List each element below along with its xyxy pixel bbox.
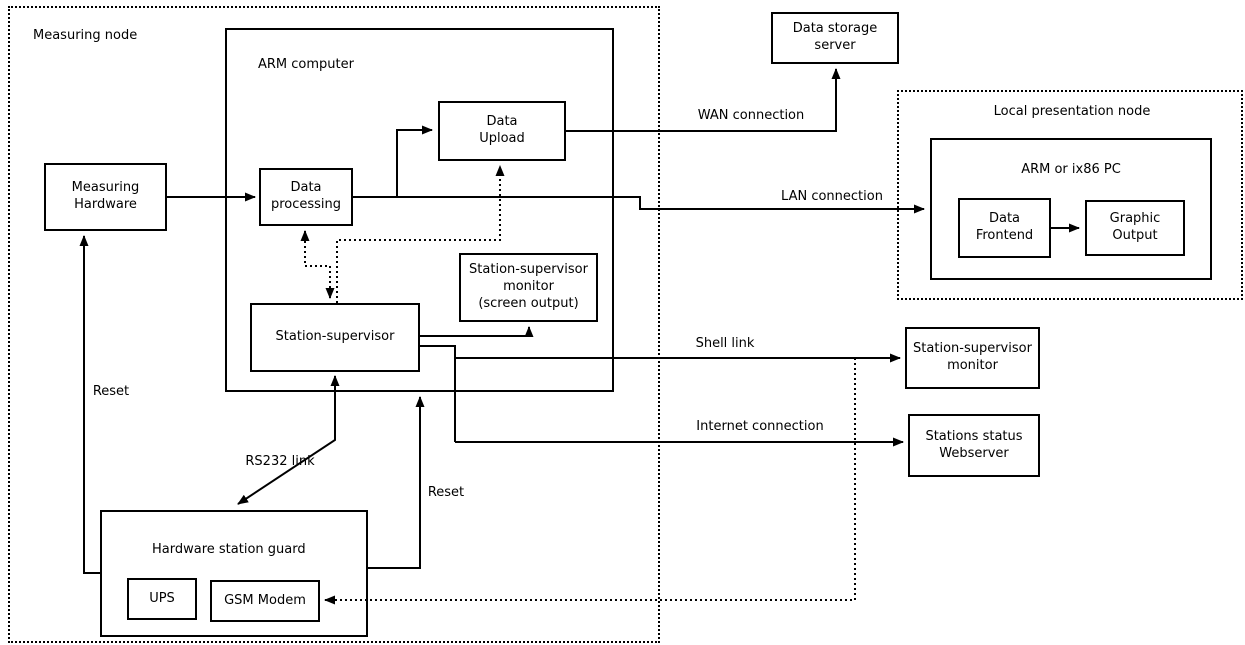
data-frontend-label: Data Frontend	[975, 211, 1034, 243]
shell-link-label: Shell link	[695, 336, 755, 351]
stations-status-webserver-box: Stations status Webserver	[908, 414, 1040, 477]
arm-or-ix86-pc-label: ARM or ix86 PC	[1021, 162, 1121, 177]
arm-computer-label: ARM computer	[258, 57, 354, 72]
hardware-station-guard-container	[100, 510, 368, 637]
data-upload-label: Data Upload	[479, 114, 525, 146]
data-storage-server-label: Data storage server	[792, 21, 878, 53]
rs232-link-label: RS232 link	[245, 454, 315, 469]
dotted-supervisor-processing-link	[300, 230, 335, 299]
ups-box: UPS	[127, 578, 197, 620]
measuring-hardware-box: Measuring Hardware	[44, 163, 167, 231]
line-supervisor-branch	[420, 345, 456, 442]
data-frontend-box: Data Frontend	[958, 198, 1051, 258]
arm-computer-container	[225, 28, 614, 392]
local-presentation-node-label: Local presentation node	[993, 104, 1151, 119]
gsm-modem-label: GSM Modem	[224, 592, 306, 608]
measuring-node-container	[8, 6, 660, 643]
stations-status-webserver-label: Stations status Webserver	[925, 428, 1023, 461]
data-storage-server-box: Data storage server	[771, 12, 899, 64]
gsm-modem-box: GSM Modem	[210, 580, 320, 622]
reset-left-label: Reset	[92, 384, 130, 399]
lan-connection-label: LAN connection	[781, 189, 883, 204]
arrow-processing-to-upload	[396, 125, 433, 197]
ups-label: UPS	[149, 590, 175, 606]
graphic-output-label: Graphic Output	[1109, 211, 1161, 243]
station-supervisor-box: Station-supervisor	[250, 303, 420, 372]
dotted-shell-to-gsm-modem-link	[324, 358, 856, 605]
arrow-supervisor-to-screen-monitor	[420, 326, 534, 337]
station-supervisor-monitor-box: Station-supervisor monitor	[905, 327, 1040, 389]
station-supervisor-monitor-screen-label: Station-supervisor monitor (screen outpu…	[469, 262, 588, 311]
local-presentation-node-container	[897, 90, 1243, 300]
wan-connection-label: WAN connection	[697, 108, 805, 123]
arrow-wan-connection	[566, 68, 841, 132]
hardware-station-guard-label: Hardware station guard	[152, 542, 306, 557]
station-supervisor-monitor-screen-box: Station-supervisor monitor (screen outpu…	[459, 253, 598, 322]
graphic-output-box: Graphic Output	[1085, 200, 1185, 256]
arrow-rs232-link	[237, 375, 340, 505]
station-supervisor-monitor-label: Station-supervisor monitor	[913, 341, 1032, 373]
arrow-lan-connection	[353, 196, 925, 214]
dotted-supervisor-to-upload-link	[336, 165, 505, 303]
station-supervisor-label: Station-supervisor	[275, 329, 395, 345]
measuring-node-label: Measuring node	[33, 28, 138, 43]
measuring-hardware-label: Measuring Hardware	[71, 180, 140, 212]
data-processing-box: Data processing	[259, 168, 353, 226]
reset-right-label: Reset	[427, 485, 465, 500]
data-upload-box: Data Upload	[438, 101, 566, 161]
internet-connection-label: Internet connection	[696, 419, 824, 434]
arrow-reset-right	[368, 396, 425, 569]
data-processing-label: Data processing	[270, 180, 342, 212]
arm-or-ix86-pc-container	[930, 138, 1212, 280]
arrow-reset-left	[79, 235, 100, 574]
